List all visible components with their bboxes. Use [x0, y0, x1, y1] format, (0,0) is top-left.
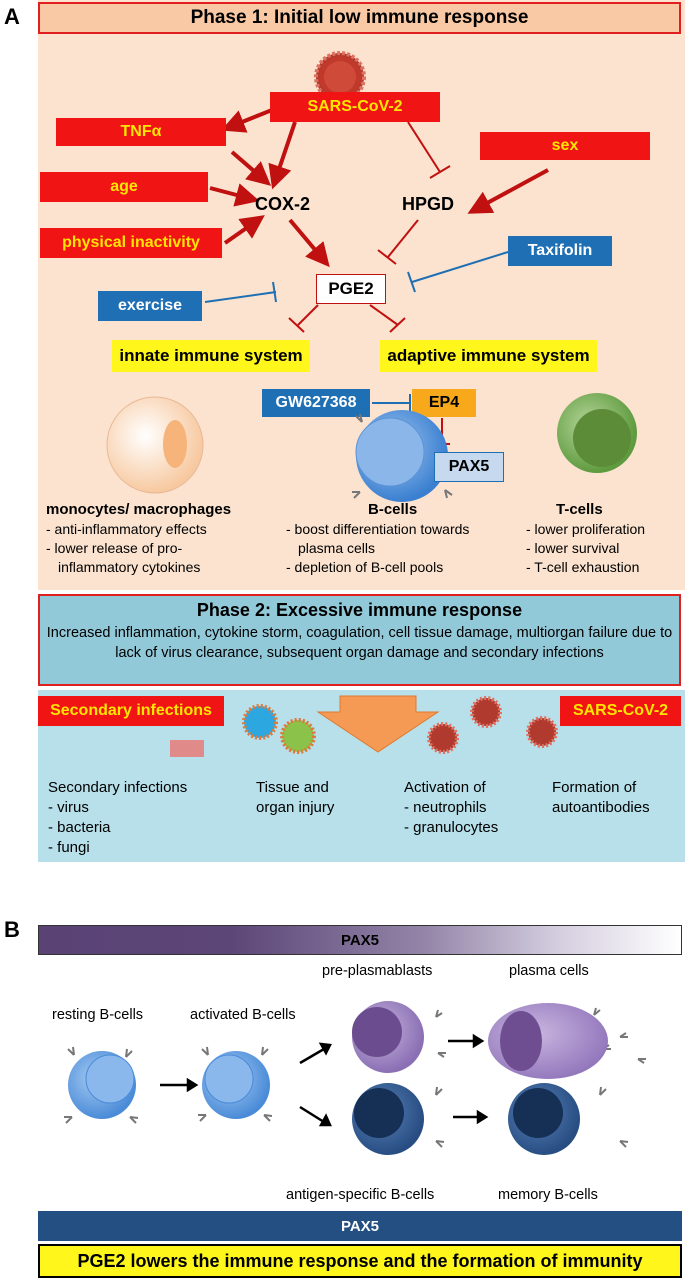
tcells-description: T-cells - lower proliferation - lower su… [526, 500, 681, 577]
secondary-infections-box: Secondary infections [38, 696, 224, 726]
monocytes-line-3: inflammatory cytokines [58, 559, 201, 575]
phase1-title: Phase 1: Initial low immune response [38, 2, 681, 34]
inhibit-exercise-pge2 [204, 291, 277, 303]
cox2-label: COX-2 [255, 194, 311, 214]
effects-col-3-line-1: Activation of [404, 779, 486, 796]
virus-blue-icon [242, 704, 278, 740]
effects-col-4-line-2: autoantibodies [552, 799, 650, 816]
down-arrow-icon [316, 695, 440, 753]
virus-red-icon-3 [526, 716, 558, 748]
conclusion-box: PGE2 lowers the immune response and the … [38, 1244, 682, 1278]
memory-b-cell-icon [508, 1083, 580, 1155]
effects-col-4: Formation of autoantibodies [552, 778, 650, 818]
b-cell-icon [352, 410, 453, 502]
inhibit-taxifolin-pge2 [411, 251, 509, 283]
phase2-pathogens-graphic [170, 695, 558, 757]
adaptive-immune-system-box: adaptive immune system [380, 340, 597, 372]
panel-a-letter: A [4, 4, 20, 29]
arrow-sars-cox2 [268, 121, 297, 190]
phase2-title: Phase 2: Excessive immune response [196, 600, 523, 620]
plasma-cells-label: plasma cells [509, 963, 589, 979]
pax5-gradient-bar: PAX5 [38, 925, 682, 955]
sars-cov-2-virus-icon [314, 51, 366, 103]
b-cell-differentiation-graphic [64, 1001, 646, 1155]
pge2-box: PGE2 [316, 274, 386, 304]
effects-col-2: Tissue and organ injury [256, 778, 334, 818]
arrow-cox2-pge2 [288, 218, 330, 268]
bcells-line-3: - depletion of B-cell pools [286, 559, 444, 575]
phase2-text: Increased inflammation, cytokine storm, … [46, 625, 673, 661]
memory-b-cells-label: memory B-cells [498, 1187, 598, 1203]
effects-col-3: Activation of - neutrophils - granulocyt… [404, 778, 498, 838]
monocyte-cell-icon [106, 396, 204, 494]
resting-b-cell-icon [68, 1051, 136, 1119]
phase2-box: Phase 2: Excessive immune response Incre… [38, 594, 681, 686]
effects-col-3-line-3: - granulocytes [404, 819, 499, 836]
arrow-age-cox2 [209, 183, 260, 207]
tcells-line-2: - lower survival [526, 540, 620, 556]
innate-immune-system-box: innate immune system [112, 340, 310, 372]
effects-col-1-line-4: - fungi [48, 839, 90, 856]
bcells-line-2: plasma cells [298, 540, 376, 556]
arrow-sars-tnf [220, 108, 273, 133]
panel-b-letter: B [4, 917, 20, 942]
monocytes-line-2: - lower release of pro- [46, 540, 183, 556]
inhibit-pge2-adaptive [369, 304, 399, 326]
pax5-solid-bar: PAX5 [38, 1211, 682, 1241]
t-cell-icon [557, 393, 637, 473]
plasma-cell-icon [488, 1003, 608, 1079]
effects-col-1: Secondary infections - virus - bacteria … [48, 778, 187, 858]
taxifolin-box: Taxifolin [508, 236, 612, 266]
arrow-tnf-cox2 [230, 150, 272, 186]
inhibit-pge2-innate [297, 304, 319, 326]
gw627368-box: GW627368 [262, 389, 370, 417]
arrow-sex-hpgd [467, 168, 549, 214]
resting-b-cells-label: resting B-cells [52, 1007, 144, 1023]
arrow-inactivity-cox2 [223, 215, 265, 245]
inhibit-hpgd-pge2 [387, 219, 419, 258]
monocytes-line-1: - anti-inflammatory effects [46, 521, 207, 537]
sex-box: sex [480, 132, 650, 160]
activated-b-cell-icon [202, 1051, 270, 1119]
tcells-line-3: - T-cell exhaustion [526, 559, 640, 575]
antigen-specific-b-cells-label: antigen-specific B-cells [286, 1187, 435, 1203]
exercise-box: exercise [98, 291, 202, 321]
effects-col-1-line-2: - virus [48, 799, 89, 816]
virus-red-icon-1 [470, 696, 502, 728]
tnf-alpha-box: TNFα [56, 118, 226, 146]
pathway-arrows [204, 108, 549, 445]
tcells-title: T-cells [556, 501, 603, 518]
monocytes-title: monocytes/ macrophages [46, 501, 232, 518]
age-box: age [40, 172, 208, 202]
ep4-box: EP4 [412, 389, 476, 417]
physical-inactivity-box: physical inactivity [40, 228, 222, 258]
sars-cov-2-box-phase2: SARS-CoV-2 [560, 696, 681, 726]
antigen-specific-b-cell-icon [352, 1083, 424, 1155]
effects-col-2-line-2: organ injury [256, 799, 335, 816]
pax5-box: PAX5 [434, 452, 504, 482]
effects-col-4-line-1: Formation of [552, 779, 637, 796]
bcells-description: B-cells - boost differentiation towards … [286, 500, 516, 577]
virus-red-icon-2 [427, 722, 459, 754]
bcells-line-1: - boost differentiation towards [286, 521, 470, 537]
pre-plasmablasts-label: pre-plasmablasts [322, 963, 433, 979]
virus-green-icon [280, 718, 316, 754]
inhibit-sars-hpgd [407, 121, 441, 173]
effects-col-3-line-2: - neutrophils [404, 799, 487, 816]
sars-cov-2-box: SARS-CoV-2 [270, 92, 440, 122]
effects-col-2-line-1: Tissue and [256, 779, 329, 796]
pre-plasmablast-icon [352, 1001, 424, 1073]
monocytes-description: monocytes/ macrophages - anti-inflammato… [46, 500, 286, 577]
effects-col-1-line-3: - bacteria [48, 819, 111, 836]
hpgd-label: HPGD [402, 194, 455, 214]
tissue-icon [170, 740, 204, 757]
bcells-title: B-cells [368, 501, 418, 518]
activated-b-cells-label: activated B-cells [190, 1007, 296, 1023]
tcells-line-1: - lower proliferation [526, 521, 646, 537]
effects-col-1-line-1: Secondary infections [48, 779, 188, 796]
